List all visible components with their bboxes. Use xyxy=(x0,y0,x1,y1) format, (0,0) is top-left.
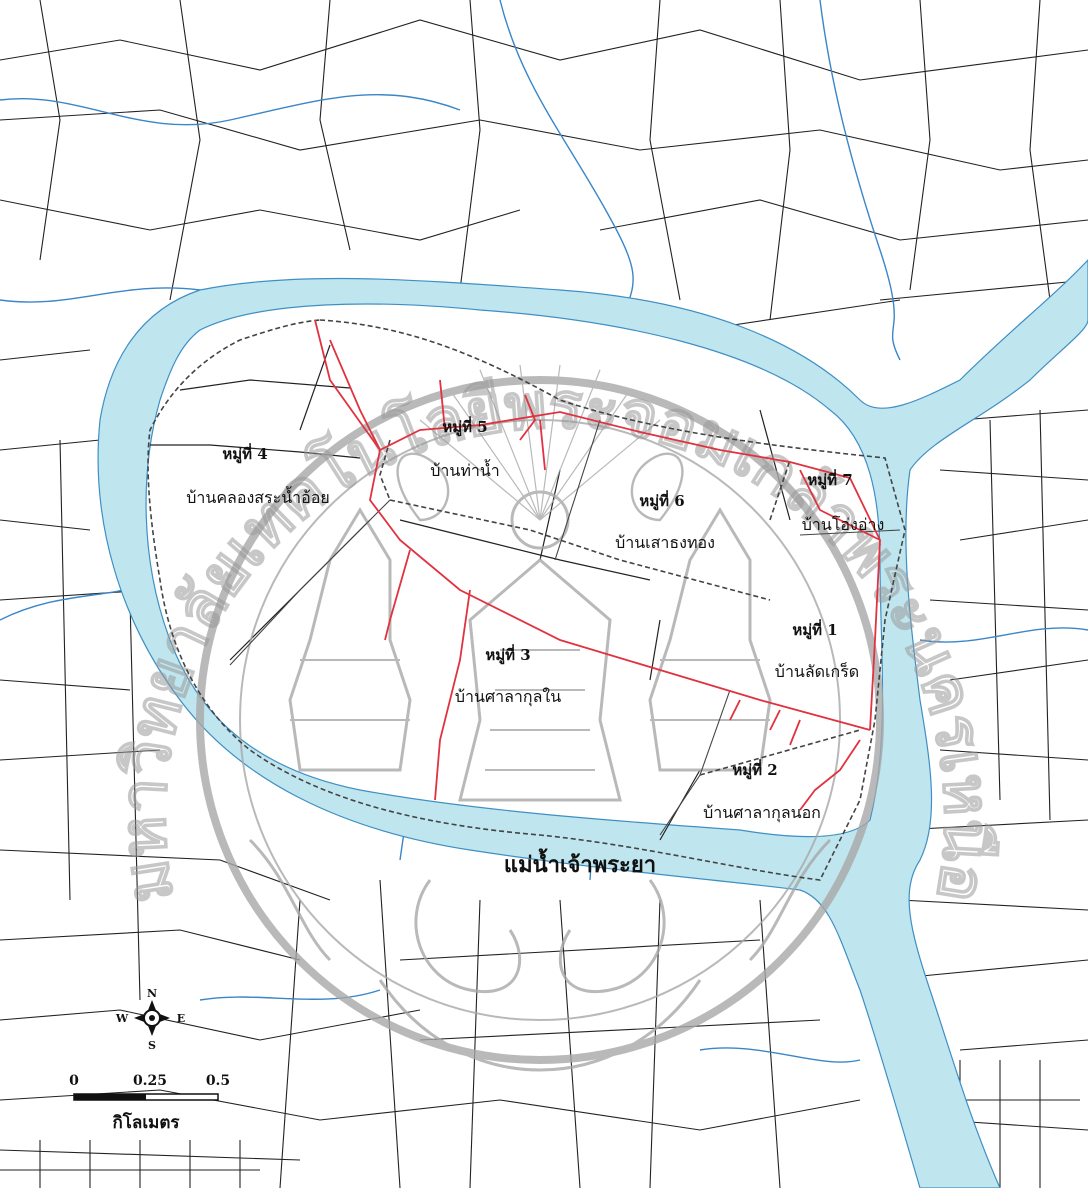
village-number: หมู่ที่ 3 xyxy=(485,644,530,665)
village-4-label: หมู่ที่ 4 บ้านคลองสระน้ำอ้อย xyxy=(186,443,329,507)
scale-unit: กิโลเมตร xyxy=(112,1112,180,1133)
village-name: บ้านลัดเกร็ด xyxy=(775,661,859,681)
boundary-5-6 xyxy=(554,419,601,561)
village-roads xyxy=(314,319,881,811)
village-number: หมู่ที่ 4 xyxy=(222,443,267,464)
village-name: บ้านคลองสระน้ำอ้อย xyxy=(186,486,329,507)
village-boundaries xyxy=(147,319,906,881)
compass-rose-icon: N S E W xyxy=(115,987,185,1052)
island-outer-boundary xyxy=(147,319,906,881)
village-5-label: หมู่ที่ 5 บ้านท่าน้ำ xyxy=(430,416,500,480)
compass-west: W xyxy=(115,1012,129,1025)
village-number: หมู่ที่ 5 xyxy=(442,416,487,437)
village-1-label: หมู่ที่ 1 บ้านลัดเกร็ด xyxy=(775,619,859,681)
boundary-6-7 xyxy=(769,459,791,521)
village-3-label: หมู่ที่ 3 บ้านศาลากุลใน xyxy=(455,644,561,707)
village-6-label: หมู่ที่ 6 บ้านเสาธงทอง xyxy=(615,490,715,552)
boundary-5-3 xyxy=(389,499,771,601)
boundary-1-2 xyxy=(699,729,861,776)
village-name: บ้านศาลากุลใน xyxy=(455,687,561,707)
university-seal-icon xyxy=(196,364,884,1072)
village-number: หมู่ที่ 7 xyxy=(807,469,852,490)
village-7-label: หมู่ที่ 7 บ้านโอ่งอ่าง xyxy=(802,469,885,534)
canal-network xyxy=(0,0,1088,1063)
village-labels: หมู่ที่ 4 บ้านคลองสระน้ำอ้อย หมู่ที่ 5 บ… xyxy=(186,416,884,823)
village-name: บ้านท่าน้ำ xyxy=(430,459,500,480)
boundary-4-3 xyxy=(229,499,391,666)
boundary-7-1 xyxy=(799,529,901,536)
compass-east: E xyxy=(177,1012,185,1025)
boundary-3-2 xyxy=(659,689,731,836)
village-name: บ้านโอ่งอ่าง xyxy=(802,515,885,534)
village-number: หมู่ที่ 1 xyxy=(792,619,837,640)
river-label: แม่น้ำเจ้าพระยา xyxy=(504,848,656,878)
village-name: บ้านเสาธงทอง xyxy=(615,533,715,552)
compass-north: N xyxy=(147,987,157,1000)
village-number: หมู่ที่ 2 xyxy=(732,759,777,780)
scale-tick-1: 0.25 xyxy=(133,1073,167,1089)
boundary-4-5 xyxy=(379,439,391,501)
village-number: หมู่ที่ 6 xyxy=(639,490,684,511)
compass-south: S xyxy=(148,1039,156,1052)
scale-tick-2: 0.5 xyxy=(206,1073,230,1089)
scale-tick-0: 0 xyxy=(69,1073,79,1089)
village-name: บ้านศาลากุลนอก xyxy=(703,803,821,823)
village-2-label: หมู่ที่ 2 บ้านศาลากุลนอก xyxy=(703,759,821,823)
scale-bar: 0 0.25 0.5 กิโลเมตร xyxy=(69,1073,230,1133)
